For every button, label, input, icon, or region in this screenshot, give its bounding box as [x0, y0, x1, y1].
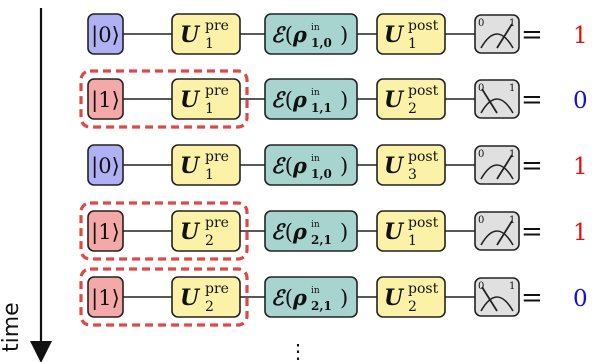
channel-box — [264, 78, 358, 120]
meter-max-label: 1 — [509, 215, 515, 226]
meter-max-label: 1 — [509, 149, 515, 160]
measurement-outcome: 0 — [573, 286, 588, 312]
meter-min-label: 0 — [478, 83, 484, 94]
meter-min-label: 0 — [478, 18, 484, 29]
measurement-outcome: 0 — [573, 88, 588, 114]
meter-min-label: 0 — [478, 215, 484, 226]
meter-arc — [480, 98, 514, 114]
ket-box — [87, 78, 124, 120]
pre-unitary-box — [171, 276, 241, 318]
post-unitary-box — [376, 210, 446, 252]
ket-label: |1⟩ — [91, 220, 120, 245]
channel-box — [264, 144, 358, 186]
ket-label: |1⟩ — [91, 88, 120, 113]
meter-max-label: 1 — [509, 18, 515, 29]
meter-needle — [496, 154, 513, 180]
post-unitary-box — [376, 78, 446, 120]
meter-max-label: 1 — [509, 281, 515, 292]
post-unitary-box — [376, 144, 446, 186]
measurement-outcome: 1 — [573, 154, 588, 180]
equals-sign: = — [521, 85, 543, 115]
meter-needle — [496, 23, 513, 49]
post-unitary-box — [376, 276, 446, 318]
pre-unitary-box — [171, 78, 241, 120]
meter-max-label: 1 — [509, 83, 515, 94]
channel-box — [264, 13, 358, 55]
ket-box — [87, 276, 124, 318]
meter-min-label: 0 — [478, 281, 484, 292]
pre-unitary-box — [171, 210, 241, 252]
meter-needle — [496, 220, 513, 246]
ket-label: |1⟩ — [91, 286, 120, 311]
meter-arc — [480, 33, 514, 49]
channel-box — [264, 210, 358, 252]
pre-unitary-box — [171, 144, 241, 186]
ket-label: |0⟩ — [91, 154, 120, 179]
meter-needle — [481, 88, 498, 114]
pre-unitary-box — [171, 13, 241, 55]
continuation-dots: ⋮ — [288, 339, 308, 362]
preparation-highlight-box — [79, 69, 249, 129]
equals-sign: = — [521, 20, 543, 50]
measurement-outcome: 1 — [573, 220, 588, 246]
ket-box — [87, 144, 124, 186]
ket-box — [87, 210, 124, 252]
preparation-highlight-box — [79, 267, 249, 327]
meter-needle — [481, 286, 498, 312]
measurement-outcome: 1 — [573, 23, 588, 49]
equals-sign: = — [521, 283, 543, 313]
meter-arc — [480, 296, 514, 312]
preparation-highlight-box — [79, 201, 249, 261]
meter-arc — [480, 164, 514, 180]
ket-label: |0⟩ — [91, 23, 120, 48]
equals-sign: = — [521, 151, 543, 181]
ket-box — [87, 13, 124, 55]
channel-box — [264, 276, 358, 318]
time-label: time — [0, 302, 24, 352]
post-unitary-box — [376, 13, 446, 55]
meter-min-label: 0 — [478, 149, 484, 160]
equals-sign: = — [521, 217, 543, 247]
meter-arc — [480, 230, 514, 246]
